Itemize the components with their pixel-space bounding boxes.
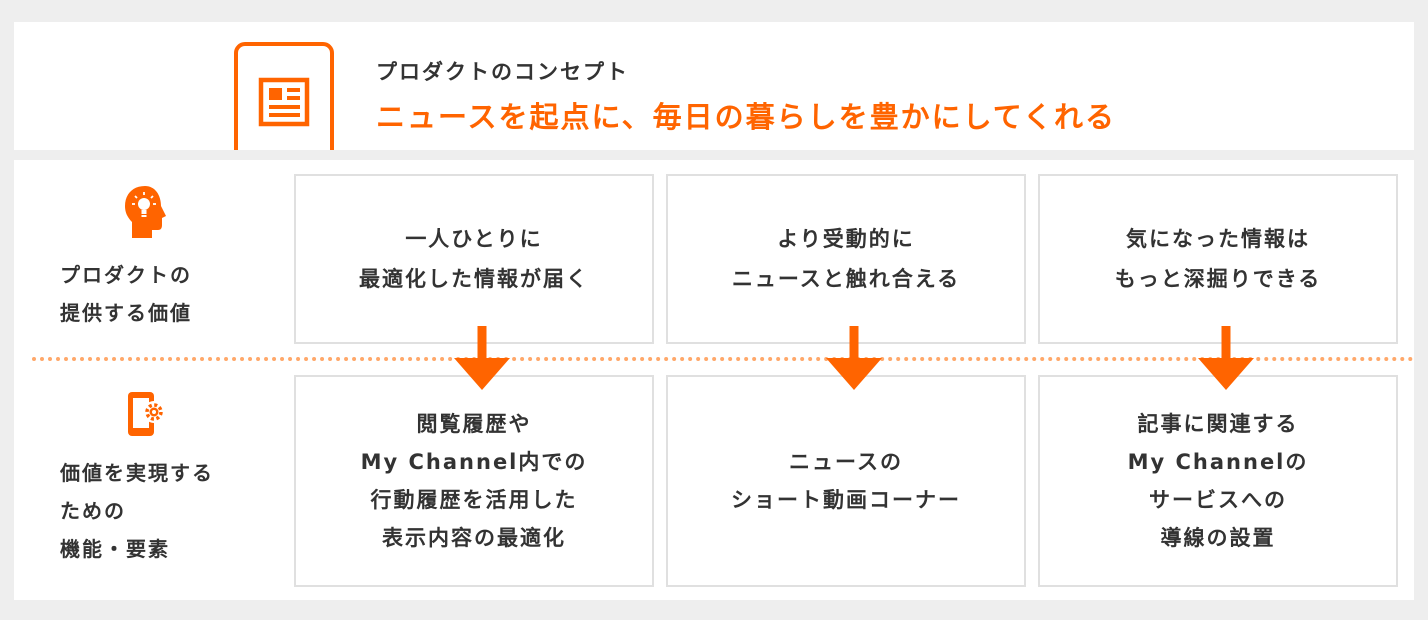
arrow-down-icon xyxy=(1198,326,1254,390)
arrow-down-icon xyxy=(826,326,882,390)
phone-gear-icon xyxy=(128,392,165,436)
row-label-value: プロダクトの 提供する価値 xyxy=(14,180,294,350)
row-label-value-text: プロダクトの 提供する価値 xyxy=(60,263,192,325)
row-label-features: 価値を実現する ための 機能・要素 xyxy=(14,382,294,592)
row-label-features-text: 価値を実現する ための 機能・要素 xyxy=(60,461,214,561)
section-divider xyxy=(32,357,1414,361)
value-card-3: 気になった情報は もっと深掘りできる xyxy=(1038,174,1398,344)
lightbulb-head-icon xyxy=(125,186,166,238)
arrow-down-icon xyxy=(454,326,510,390)
concept-header: プロダクトのコンセプト ニュースを起点に、毎日の暮らしを豊かにしてくれる xyxy=(14,22,1414,150)
feature-card-3: 記事に関連する My Channelの サービスへの 導線の設置 xyxy=(1038,375,1398,587)
feature-card-2: ニュースの ショート動画コーナー xyxy=(666,375,1026,587)
feature-card-1: 閲覧履歴や My Channel内での 行動履歴を活用した 表示内容の最適化 xyxy=(294,375,654,587)
newspaper-phone-icon xyxy=(234,42,334,150)
value-feature-diagram: プロダクトの 提供する価値 価値を実現する ための 機能・要素 一人ひとりに 最… xyxy=(14,160,1414,600)
concept-title: ニュースを起点に、毎日の暮らしを豊かにしてくれる xyxy=(376,100,1116,134)
concept-label: プロダクトのコンセプト xyxy=(376,60,629,84)
value-card-2: より受動的に ニュースと触れ合える xyxy=(666,174,1026,344)
value-card-1: 一人ひとりに 最適化した情報が届く xyxy=(294,174,654,344)
